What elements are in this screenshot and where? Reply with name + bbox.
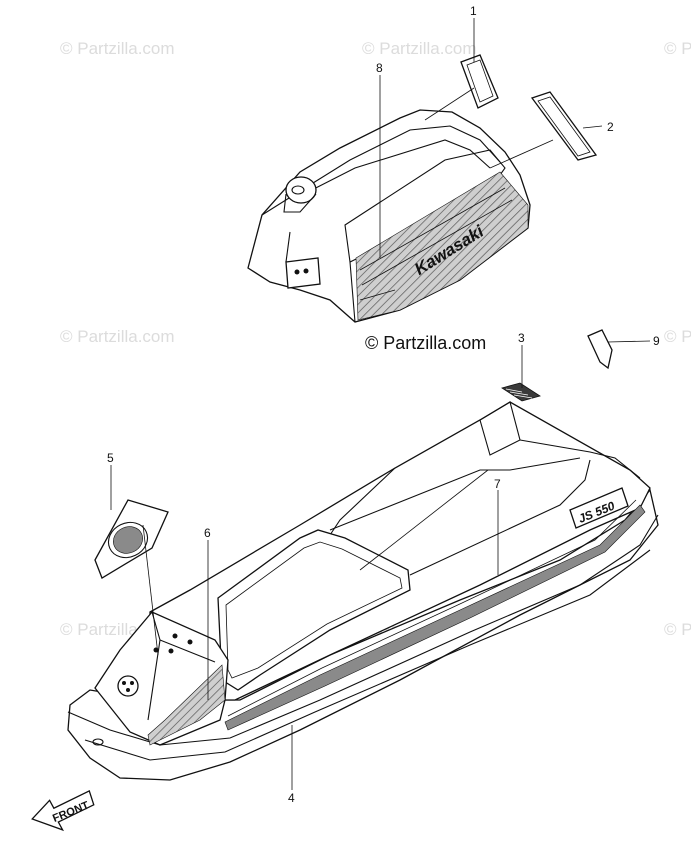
callout-6[interactable]: 6 bbox=[204, 526, 211, 540]
decal-part-2 bbox=[530, 91, 598, 161]
filler-cap bbox=[285, 176, 317, 204]
front-direction-arrow: FRONT bbox=[31, 790, 95, 832]
model-plate bbox=[569, 487, 629, 529]
callout-7[interactable]: 7 bbox=[494, 477, 501, 491]
watermark: © Partzilla.com bbox=[664, 39, 691, 58]
hull-assembly: JS 550 bbox=[67, 401, 659, 781]
watermark-main: © Partzilla.com bbox=[365, 333, 486, 353]
hood-assembly: Kawasaki bbox=[247, 109, 531, 323]
watermark: © Partzilla.com bbox=[60, 39, 175, 58]
decal-part-9 bbox=[587, 329, 613, 370]
watermark: © Partzilla.com bbox=[664, 620, 691, 639]
callout-9[interactable]: 9 bbox=[653, 334, 660, 348]
hood-decal-stripe bbox=[355, 171, 529, 321]
callout-2[interactable]: 2 bbox=[607, 120, 614, 134]
callout-labels: 1 2 3 4 5 6 7 8 9 bbox=[107, 4, 660, 805]
watermark-layer: © Partzilla.com © Partzilla.com © Partzi… bbox=[60, 39, 691, 639]
hull-side-stripe bbox=[224, 504, 646, 731]
callout-1[interactable]: 1 bbox=[470, 4, 477, 18]
hull-side-decal bbox=[147, 664, 226, 746]
watermark: © Partzilla.com bbox=[362, 39, 477, 58]
switch-panel bbox=[285, 257, 321, 289]
watermark: © Partzilla.com bbox=[60, 327, 175, 346]
callout-4[interactable]: 4 bbox=[288, 791, 295, 805]
callout-8[interactable]: 8 bbox=[376, 61, 383, 75]
leader-lines bbox=[110, 18, 651, 790]
callout-3[interactable]: 3 bbox=[518, 331, 525, 345]
watermark: © Partzilla.com bbox=[664, 327, 691, 346]
callout-5[interactable]: 5 bbox=[107, 451, 114, 465]
